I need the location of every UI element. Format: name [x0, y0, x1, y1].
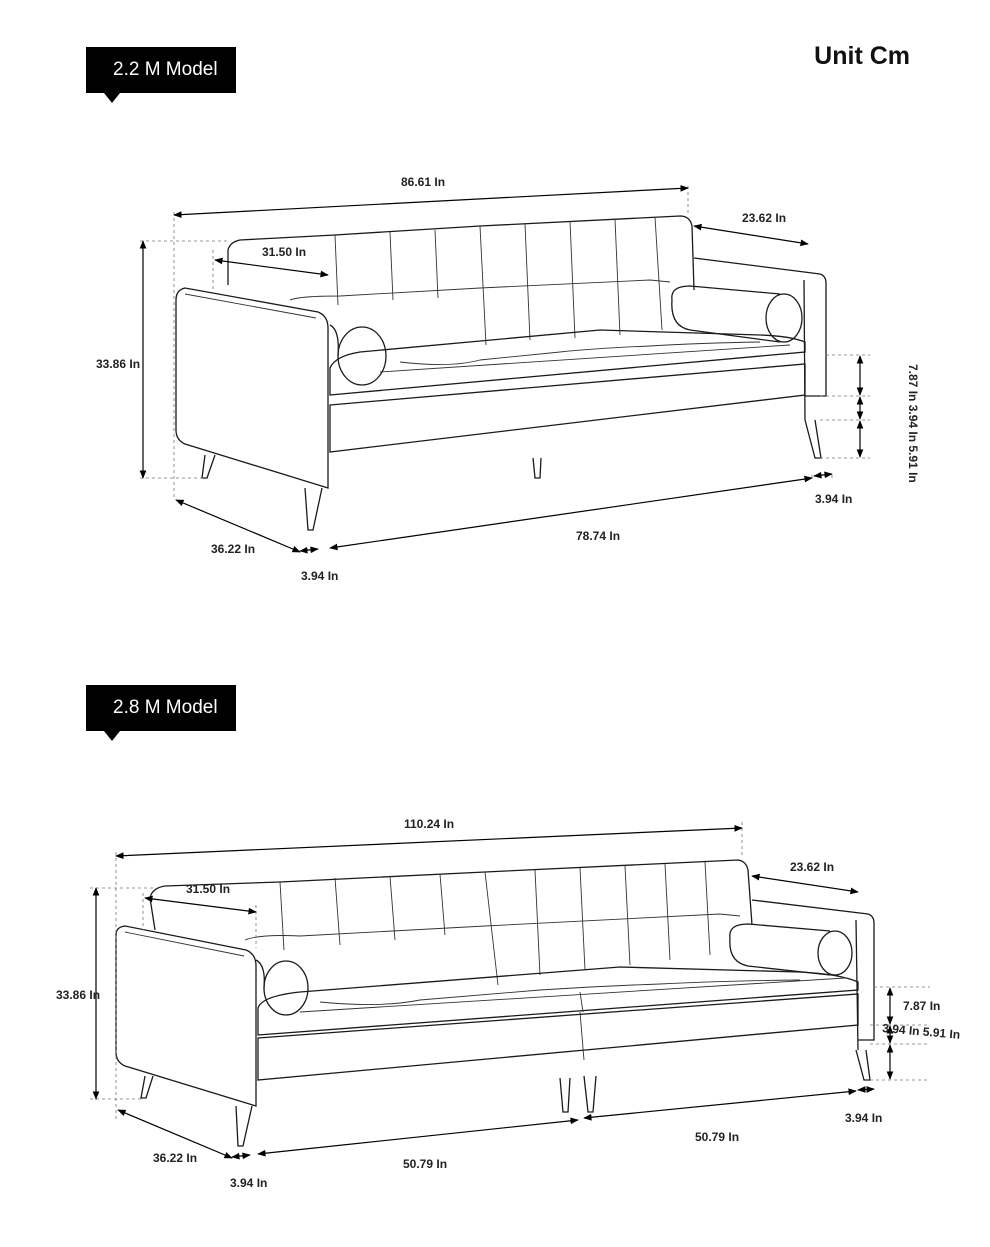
dim-back-depth: 31.50 In: [262, 245, 306, 259]
unit-label: Unit Cm: [814, 42, 910, 70]
dim-side-rest: 3.94 In 5.91 In: [882, 1021, 961, 1042]
model-tag-2-8m: 2.8 M Model: [86, 685, 236, 741]
dim-depth: 36.22 In: [211, 542, 255, 556]
dim-seat-span-left: 50.79 In: [403, 1157, 447, 1171]
dim-side-stack: 7.87 In 3.94 In 5.91 In: [906, 364, 920, 483]
dim-height: 33.86 In: [96, 357, 140, 371]
dim-seat-span: 78.74 In: [576, 529, 620, 543]
dim-seat-span-right: 50.79 In: [695, 1130, 739, 1144]
dim-leg-side: 3.94 In: [845, 1111, 882, 1125]
dim-height: 33.86 In: [56, 988, 100, 1002]
sofa-drawing: [115, 859, 875, 1147]
sofa-drawing: [175, 215, 827, 531]
dim-back-depth: 31.50 In: [186, 882, 230, 896]
dimension-lines: [139, 185, 870, 554]
dimension-lines: [90, 822, 930, 1160]
dim-arm-width: 23.62 In: [790, 860, 834, 874]
dim-leg-side: 3.94 In: [815, 492, 852, 506]
dim-side-top: 7.87 In: [903, 999, 940, 1013]
dim-overall-width: 110.24 In: [404, 817, 454, 831]
dimension-labels: 86.61 In 23.62 In 31.50 In 33.86 In 36.2…: [96, 175, 920, 583]
sofa-diagram-2-2m: 86.61 In 23.62 In 31.50 In 33.86 In 36.2…: [96, 175, 920, 583]
dim-overall-width: 86.61 In: [401, 175, 445, 189]
dim-leg-front: 3.94 In: [230, 1176, 267, 1190]
sofa-diagram-2-8m: 110.24 In 23.62 In 31.50 In 33.86 In 36.…: [56, 817, 961, 1190]
dim-leg-front: 3.94 In: [301, 569, 338, 583]
dimension-labels: 110.24 In 23.62 In 31.50 In 33.86 In 36.…: [56, 817, 961, 1190]
model-tag-2-2m: 2.2 M Model: [86, 47, 236, 103]
dim-arm-width: 23.62 In: [742, 211, 786, 225]
dim-depth: 36.22 In: [153, 1151, 197, 1165]
